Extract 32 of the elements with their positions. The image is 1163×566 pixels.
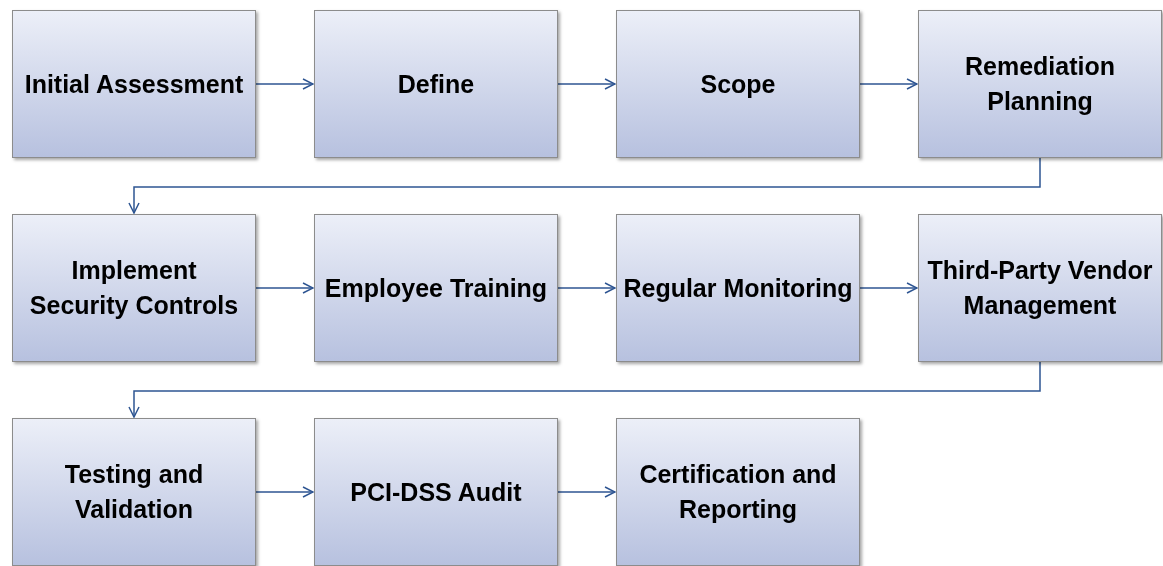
process-box: [12, 214, 256, 362]
step-label: Remediation Planning: [964, 51, 1116, 117]
step-label: Certification and Reporting: [638, 459, 838, 525]
process-box: [616, 214, 860, 362]
step-label: Initial Assessment: [23, 68, 245, 100]
arrow: [255, 78, 314, 90]
process-box: [314, 418, 558, 566]
process-box: [616, 418, 860, 566]
arrow: [557, 78, 616, 90]
process-box: [314, 214, 558, 362]
step-label: Regular Monitoring: [622, 272, 854, 304]
arrow: [128, 157, 1041, 214]
arrow: [128, 361, 1041, 418]
step-label: Third-Party Vendor Management: [926, 255, 1154, 321]
process-box: [918, 10, 1162, 158]
arrow: [255, 486, 314, 498]
process-box: [12, 418, 256, 566]
step-label: Testing and Validation: [63, 459, 205, 525]
process-box: [616, 10, 860, 158]
process-box: [314, 10, 558, 158]
step-label: PCI-DSS Audit: [349, 476, 523, 508]
step-label: Implement Security Controls: [28, 255, 240, 321]
step-label: Define: [396, 68, 476, 100]
arrow: [557, 282, 616, 294]
process-box: [918, 214, 1162, 362]
arrow: [859, 78, 918, 90]
step-label: Employee Training: [323, 272, 549, 304]
arrow: [255, 282, 314, 294]
process-box: [12, 10, 256, 158]
step-label: Scope: [699, 68, 777, 100]
arrow: [557, 486, 616, 498]
arrow: [859, 282, 918, 294]
